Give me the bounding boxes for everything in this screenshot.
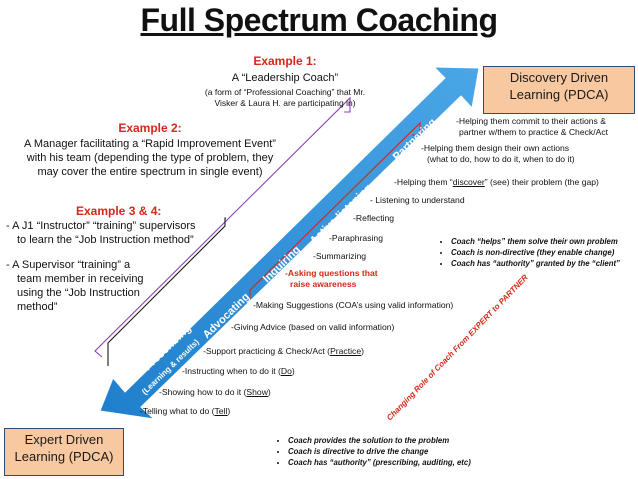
step-do-link: Do <box>280 366 292 376</box>
expert-driven-box: Expert Driven Learning (PDCA) <box>4 428 124 476</box>
example3-item: - A J1 “Instructor” “training” superviso… <box>6 219 196 247</box>
example4-line-2: team member in receiving <box>17 273 144 285</box>
example4-line-1: - A Supervisor “training” a <box>6 259 131 271</box>
partner-bullet-1: Coach “helps” them solve their own probl… <box>451 236 635 247</box>
discovery-line-1: Discovery Driven <box>509 70 609 85</box>
step-discover: -Helping them “discover” (see) their pro… <box>394 177 599 187</box>
step-tell-link: Tell <box>214 406 228 416</box>
example3-line-2: to learn the “Job Instruction method” <box>17 234 194 246</box>
discovery-line-2: Learning (PDCA) <box>509 87 609 102</box>
step-do-post: ) <box>291 366 295 376</box>
changing-role-label: Changing Role of Coach From EXPERT to PA… <box>385 273 530 423</box>
example1-bracket <box>94 96 351 358</box>
example2: Example 2: A Manager facilitating a “Rap… <box>8 121 292 179</box>
expert-bullets: Coach provides the solution to the probl… <box>276 435 516 468</box>
step-commit-line-2: partner w/them to practice & Check/Act <box>459 127 609 137</box>
step-design-line-2: (what to do, how to do it, when to do it… <box>427 154 575 164</box>
step-tell: -Telling what to do (Tell) <box>140 406 230 416</box>
step-show-pre: -Showing how to do it ( <box>159 387 247 397</box>
example4-line-4: method” <box>17 301 58 313</box>
example2-line-2: with his team (depending the type of pro… <box>26 152 274 164</box>
example4-item: - A Supervisor “training” a team member … <box>6 258 144 314</box>
step-show-link: Show <box>246 387 268 397</box>
expert-line-1: Expert Driven <box>24 432 104 447</box>
step-asking-line-1: -Asking questions that <box>285 268 378 278</box>
expert-bullet-3: Coach has “authority” (prescribing, audi… <box>288 457 516 468</box>
spectrum-arrow <box>99 66 480 420</box>
step-reflecting: -Reflecting <box>353 213 395 223</box>
step-practice-pre: -Support practicing & Check/Act ( <box>203 346 331 356</box>
step-design-line-1: -Helping them design their own actions <box>421 143 570 153</box>
discovery-driven-box: Discovery Driven Learning (PDCA) <box>483 66 635 114</box>
example1: Example 1: A “Leadership Coach” (a form … <box>180 54 390 109</box>
step-discover-post: ” (see) their problem (the gap) <box>484 177 599 187</box>
step-practice: -Support practicing & Check/Act (Practic… <box>203 346 364 356</box>
step-asking-questions: -Asking questions that raise awareness <box>285 268 378 290</box>
example1-note-1: (a form of “Professional Coaching” that … <box>204 87 366 97</box>
step-paraphrasing: -Paraphrasing <box>329 233 383 243</box>
example2-heading: Example 2: <box>118 121 182 135</box>
step-asking-line-2: raise awareness <box>290 279 357 289</box>
example2-line-3: may cover the entire spectrum in single … <box>37 166 263 178</box>
example2-bracket <box>249 121 421 300</box>
step-commit-line-1: -Helping them commit to their actions & <box>456 116 606 126</box>
step-design: -Helping them design their own actions (… <box>421 143 575 165</box>
example1-text: A “Leadership Coach” <box>231 72 339 84</box>
partner-bullet-2: Coach is non-directive (they enable chan… <box>451 247 635 258</box>
step-advice: -Giving Advice (based on valid informati… <box>231 322 395 332</box>
example1-note-2: Visker & Laura H. are participating in) <box>214 98 356 108</box>
partner-bullets: Coach “helps” them solve their own probl… <box>439 236 635 269</box>
example34-heading: Example 3 & 4: <box>76 204 162 218</box>
example4-line-3: using the “Job Instruction <box>17 287 140 299</box>
example1-heading: Example 1: <box>253 54 317 68</box>
step-tell-pre: -Telling what to do ( <box>140 406 215 416</box>
step-listening: - Listening to understand <box>370 195 465 205</box>
expert-bullet-1: Coach provides the solution to the probl… <box>288 435 516 446</box>
expert-line-2: Learning (PDCA) <box>14 449 114 464</box>
step-show-post: ) <box>267 387 271 397</box>
step-commit: -Helping them commit to their actions & … <box>456 116 608 138</box>
example3-line-1: - A J1 “Instructor” “training” superviso… <box>6 220 196 232</box>
partner-bullet-3: Coach has “authority” granted by the “cl… <box>451 258 635 269</box>
example2-line-1: A Manager facilitating a “Rapid Improvem… <box>24 138 276 150</box>
step-show: -Showing how to do it (Show) <box>159 387 271 397</box>
step-do-pre: -Instructing when to do it ( <box>182 366 281 376</box>
step-discover-pre: -Helping them “ <box>394 177 453 187</box>
step-practice-post: ) <box>361 346 364 356</box>
step-summarizing: -Summarizing <box>313 251 367 261</box>
page-title: Full Spectrum Coaching <box>140 2 498 38</box>
expert-bullet-2: Coach is directive to drive the change <box>288 446 516 457</box>
step-discover-link: discover <box>452 177 485 187</box>
example3-bracket <box>107 217 226 366</box>
step-practice-link: Practice <box>330 346 362 356</box>
step-do: -Instructing when to do it (Do) <box>182 366 295 376</box>
step-suggestions: -Making Suggestions (COA’s using valid i… <box>253 300 454 310</box>
step-tell-post: ) <box>227 406 231 416</box>
